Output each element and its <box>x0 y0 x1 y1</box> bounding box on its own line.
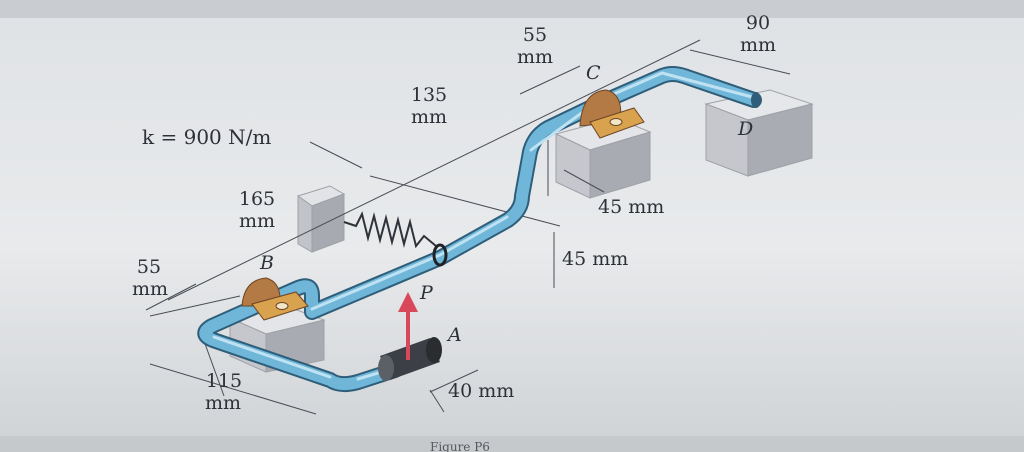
dim-45-upper-label: 45 mm <box>598 196 665 218</box>
point-b-label: B <box>260 252 274 274</box>
spring-wall-block <box>296 185 346 253</box>
dim-165-unit: mm <box>238 210 276 232</box>
bearing-c <box>579 89 645 139</box>
rod <box>197 66 762 393</box>
figure-caption: Figure P6 <box>430 440 490 452</box>
point-a-label: A <box>448 324 462 346</box>
dim-45-lower-label: 45 mm <box>562 248 629 270</box>
dim-165-value: 165 <box>238 188 276 210</box>
dim-55-top-value: 55 <box>522 24 548 46</box>
point-c-label: C <box>586 62 601 84</box>
dim-90-value: 90 <box>745 12 771 34</box>
spring <box>343 211 437 249</box>
dim-55-left-value: 55 <box>136 256 162 278</box>
force-p-label: P <box>420 282 433 304</box>
spring-collar <box>432 243 448 267</box>
force-p-arrow <box>398 292 418 360</box>
dim-115-value: 115 <box>205 370 243 392</box>
dim-90-unit: mm <box>739 34 777 56</box>
bottom-shadow <box>0 436 1024 452</box>
dim-135-value: 135 <box>410 84 448 106</box>
dim-40-label: 40 mm <box>448 380 515 402</box>
dimension-lines <box>145 39 791 415</box>
dim-55-top-unit: mm <box>516 46 554 68</box>
dim-115-unit: mm <box>204 392 242 414</box>
dim-135-unit: mm <box>410 106 448 128</box>
rod-end-d <box>751 92 761 108</box>
spring-constant-label: k = 900 N/m <box>142 125 272 149</box>
dim-55-left-unit: mm <box>131 278 169 300</box>
top-shadow <box>0 0 1024 18</box>
bearing-b <box>241 277 309 321</box>
point-d-label: D <box>738 118 754 140</box>
